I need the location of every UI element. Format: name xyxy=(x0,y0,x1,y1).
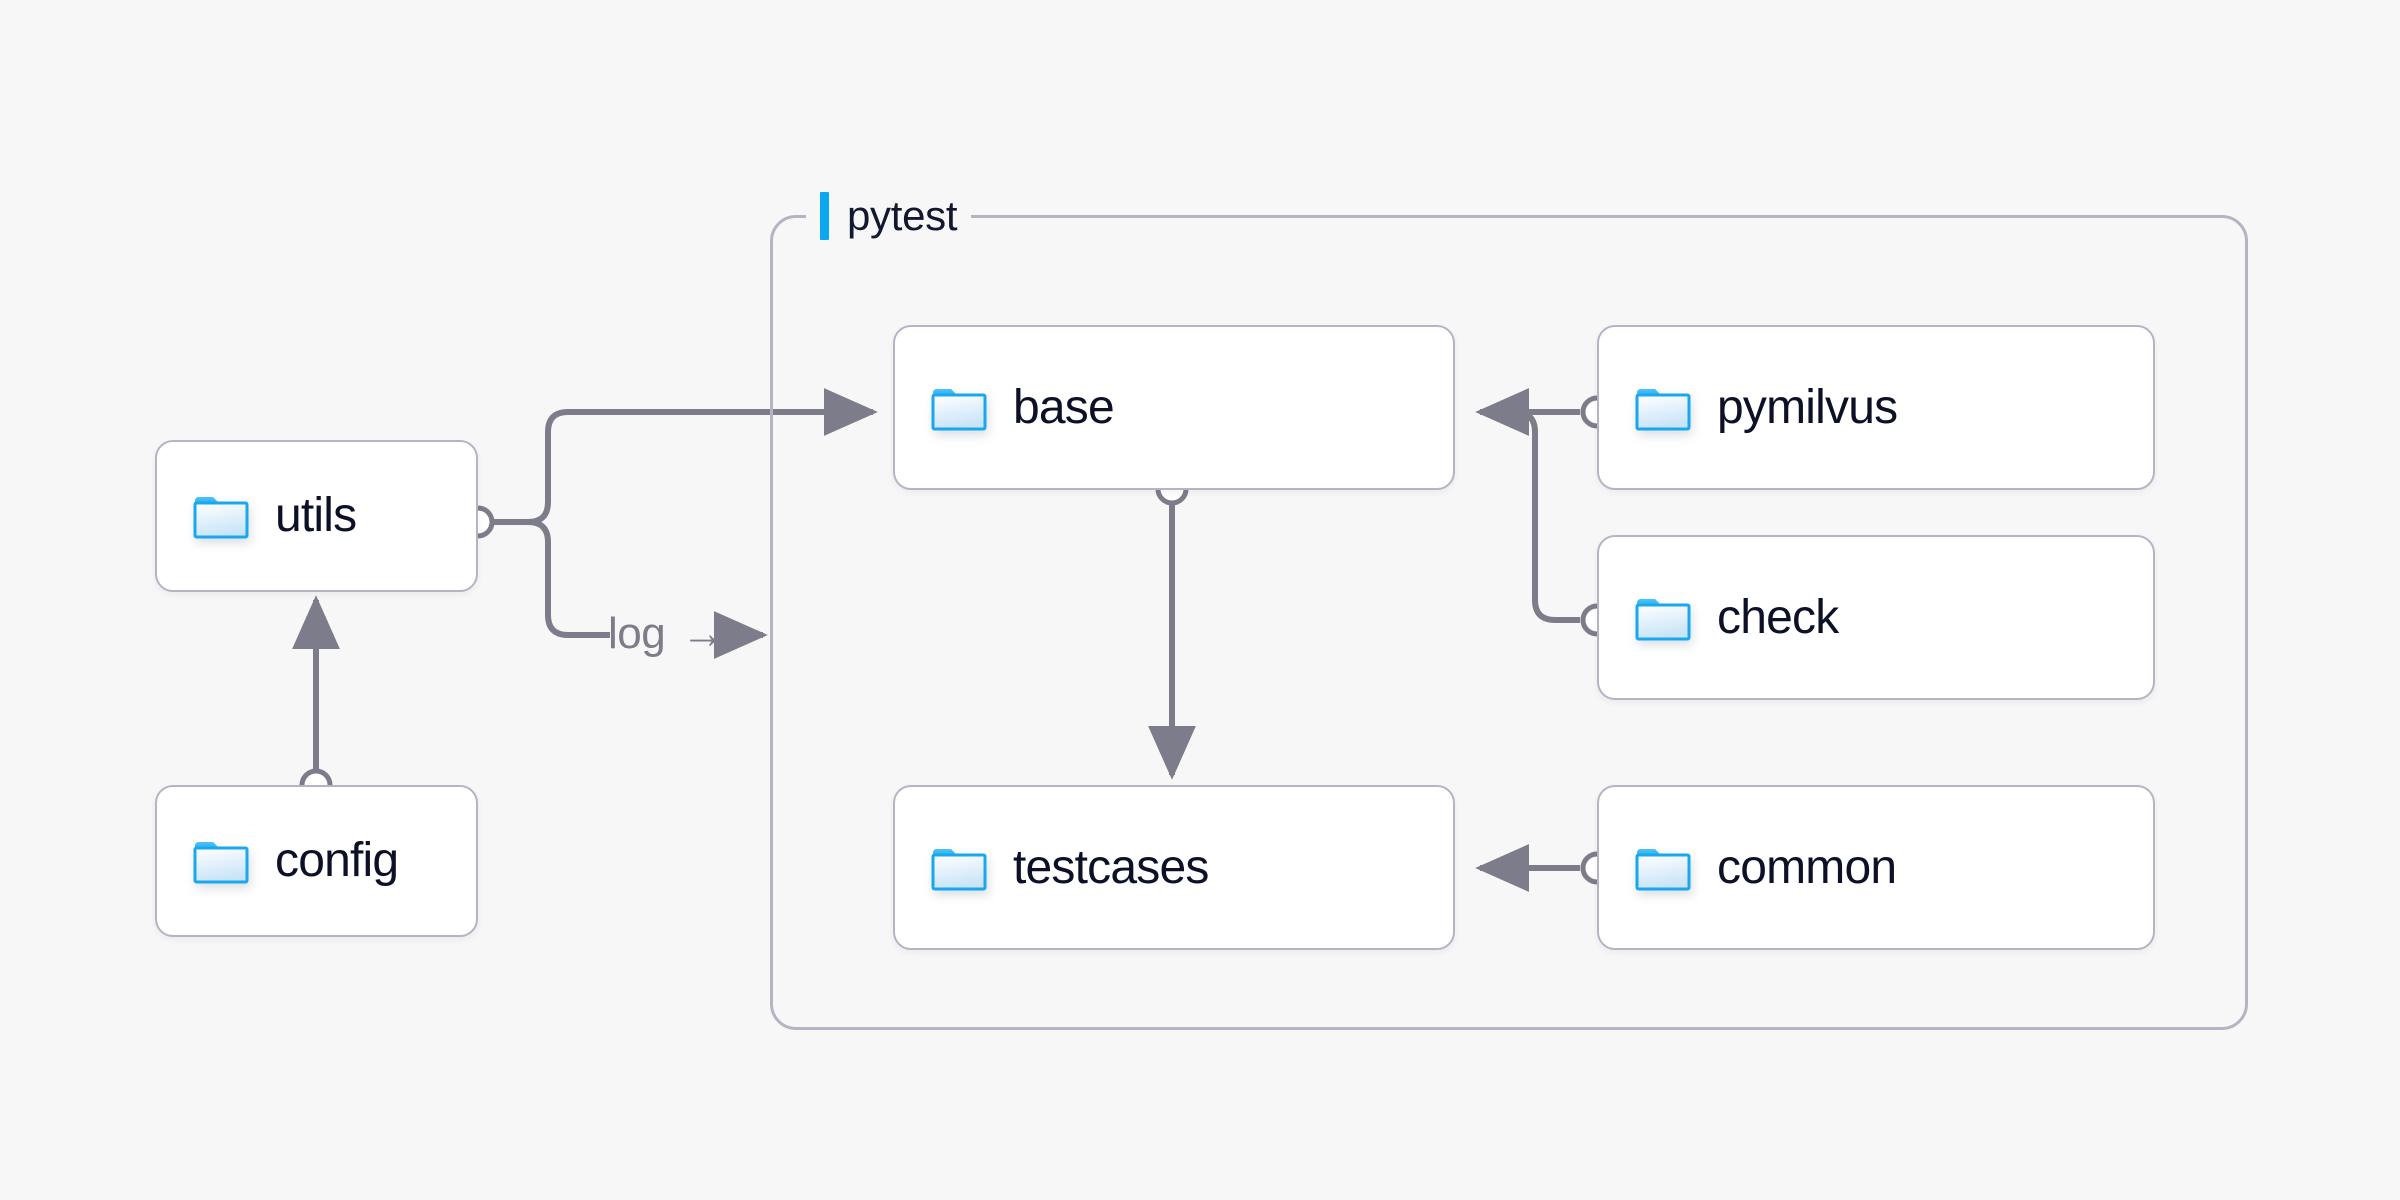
folder-icon xyxy=(931,845,987,891)
folder-icon xyxy=(193,493,249,539)
folder-icon xyxy=(1635,595,1691,641)
node-base-label: base xyxy=(1013,380,1115,434)
edge-utils-to-log xyxy=(492,519,768,659)
arrow-right-icon: → xyxy=(681,609,725,658)
folder-icon xyxy=(1635,845,1691,891)
node-testcases[interactable]: testcases xyxy=(893,785,1455,950)
edge-check-to-base xyxy=(1480,409,1580,623)
node-testcases-label: testcases xyxy=(1013,840,1209,894)
node-common-label: common xyxy=(1717,840,1897,894)
folder-icon xyxy=(193,838,249,884)
node-pymilvus-label: pymilvus xyxy=(1717,380,1898,434)
node-base[interactable]: base xyxy=(893,325,1455,490)
node-check[interactable]: check xyxy=(1597,535,2155,700)
node-config-label: config xyxy=(275,834,399,887)
node-config[interactable]: config xyxy=(155,785,478,937)
edge-label-log: log → xyxy=(608,612,725,656)
node-utils-label: utils xyxy=(275,489,357,542)
folder-icon xyxy=(1635,385,1691,431)
edge-label-log-text: log xyxy=(608,609,666,658)
node-common[interactable]: common xyxy=(1597,785,2155,950)
node-utils[interactable]: utils xyxy=(155,440,478,592)
vertical-bar-accent-icon xyxy=(820,192,829,240)
group-pytest-label: pytest xyxy=(806,188,972,244)
group-pytest-title: pytest xyxy=(847,192,958,239)
node-check-label: check xyxy=(1717,590,1839,644)
folder-icon xyxy=(931,385,987,431)
node-pymilvus[interactable]: pymilvus xyxy=(1597,325,2155,490)
group-pytest[interactable] xyxy=(770,215,2248,1030)
